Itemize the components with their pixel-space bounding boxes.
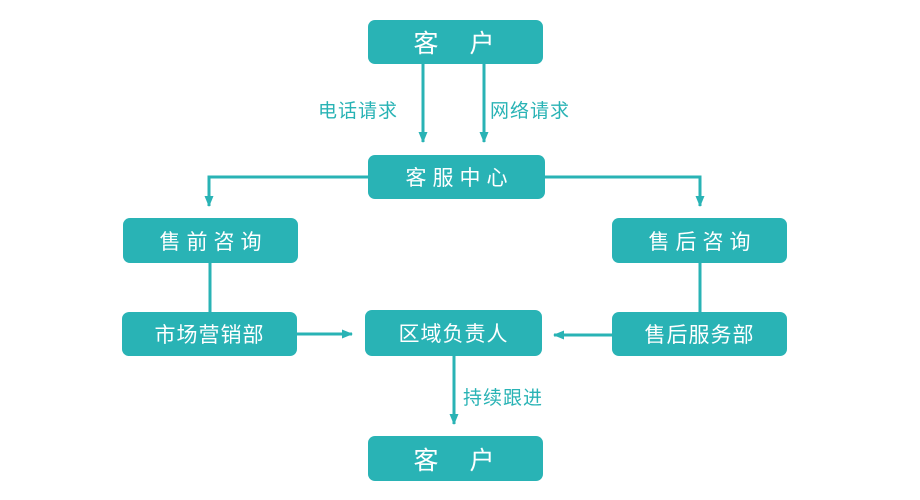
node-aftersales-dept: 售后服务部 [612,312,787,356]
node-customer-bottom: 客 户 [368,436,543,481]
node-regional-manager: 区域负责人 [365,310,542,356]
edge-label-phone-request: 电话请求 [318,101,399,122]
node-marketing-dept: 市场营销部 [122,312,297,356]
node-presales-consult: 售前咨询 [123,218,298,263]
edge-label-follow-up: 持续跟进 [463,388,544,409]
edge-label-web-request: 网络请求 [490,101,571,122]
edge-center-to-aftersales [520,175,705,207]
edge-center-to-presales [204,175,400,207]
node-customer-top: 客 户 [368,20,543,64]
node-aftersales-consult: 售后咨询 [612,218,787,263]
node-service-center: 客服中心 [368,155,545,199]
